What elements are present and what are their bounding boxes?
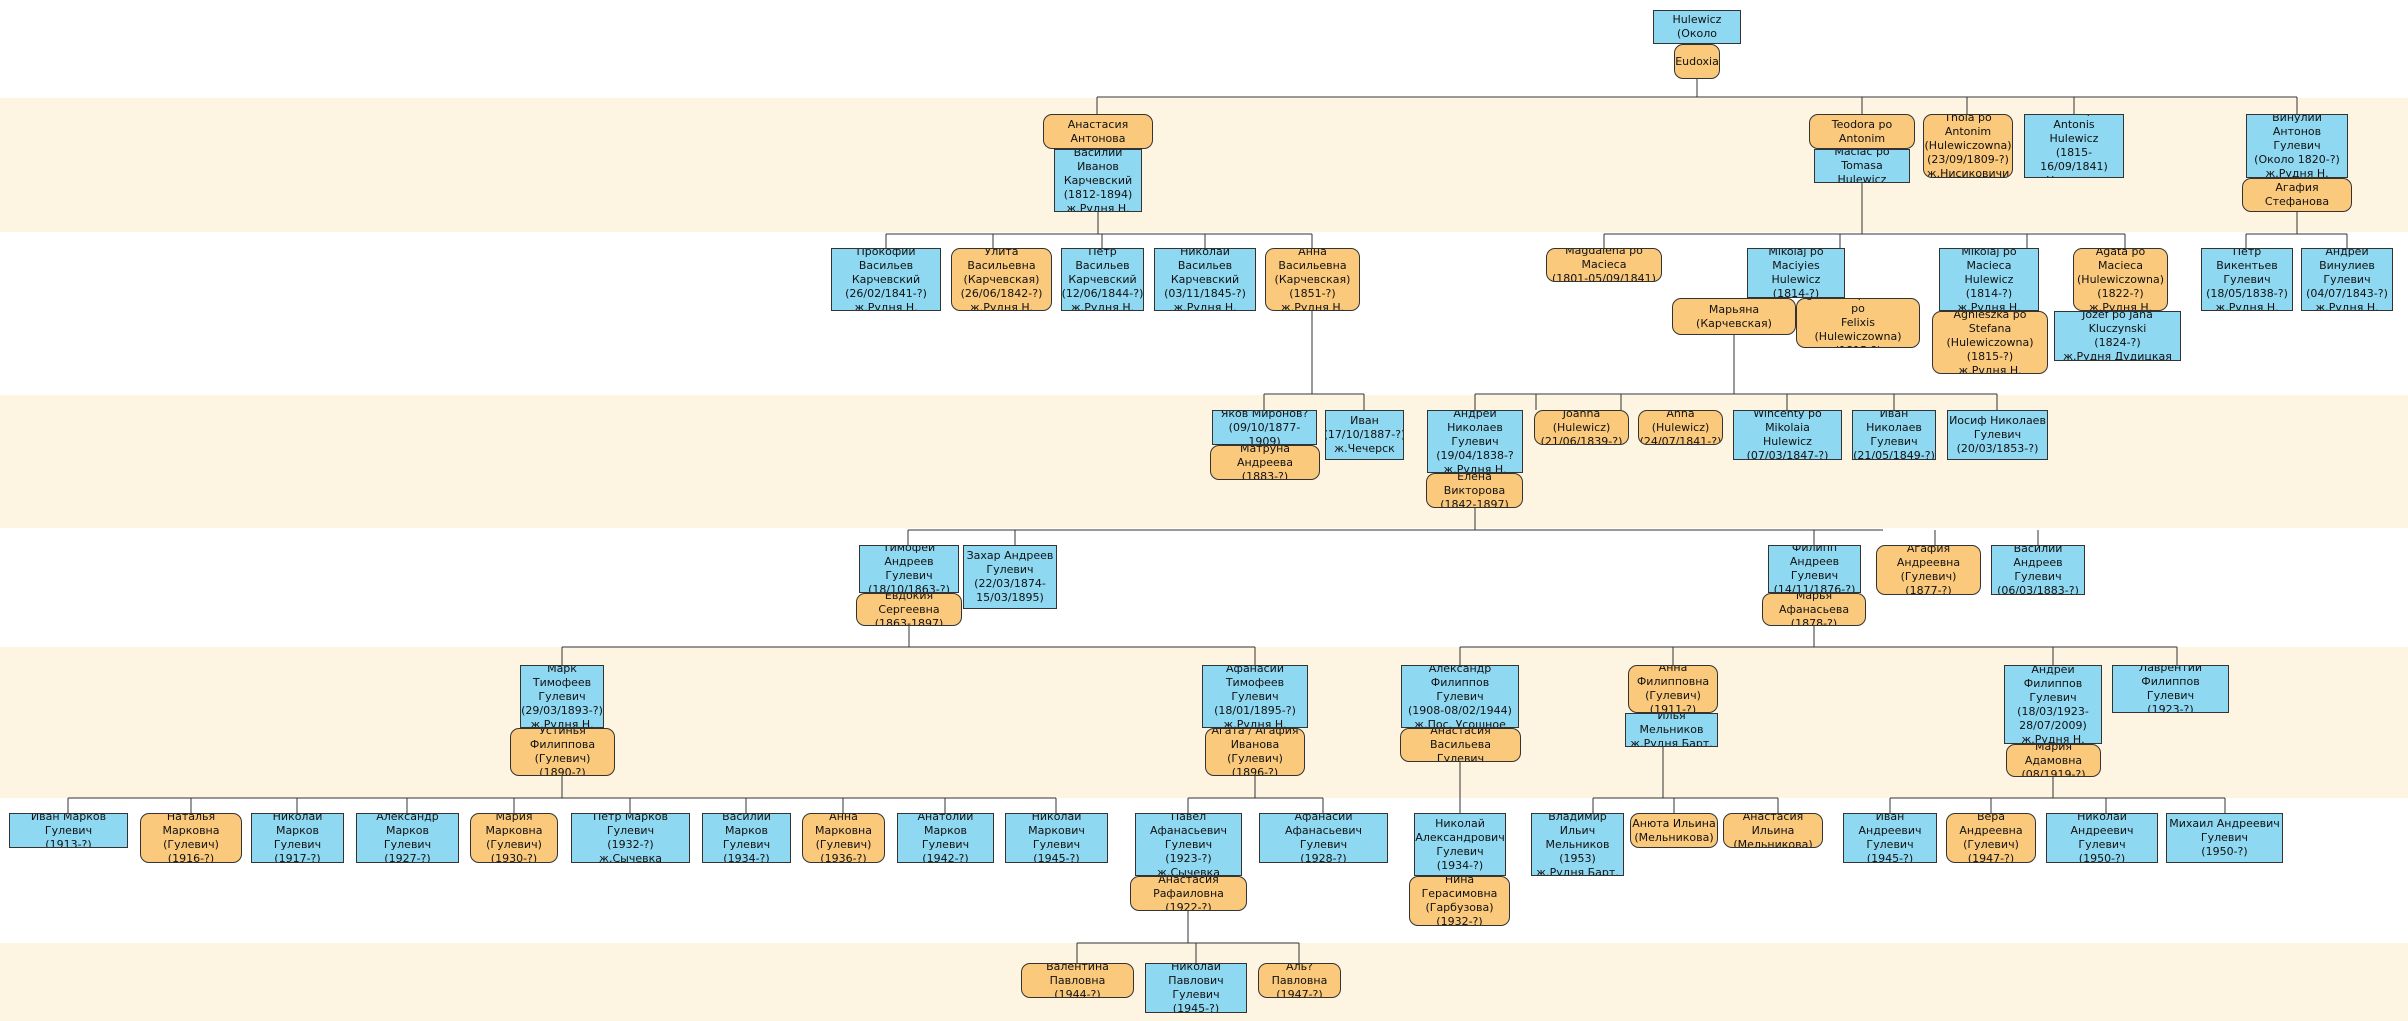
person-box-pavel[interactable]: Павел Афанасьевич Гулевич (1923-?) ж.Сыч… <box>1135 813 1242 876</box>
person-box-anastasia-r[interactable]: Анастасия Рафаиловна (1922-?) <box>1130 876 1247 911</box>
person-box-iosif[interactable]: Иосиф Николаев Гулевич (20/03/1853-?) <box>1947 410 2048 460</box>
person-box-nikolai-m[interactable]: Николай Марков Гулевич (1917-?) <box>251 813 344 863</box>
person-box-agafia-a[interactable]: Агафия Андреевна (Гулевич) (1877-?) <box>1876 545 1981 595</box>
person-box-maria-ad[interactable]: Мария Адамовна (08/1919-?) <box>2006 744 2101 777</box>
person-box-petr-v[interactable]: Петр Васильев Карчевский (12/06/1844-?) … <box>1061 248 1144 311</box>
person-box-nikolai-p[interactable]: Николай Павлович Гулевич (1945-?) <box>1145 963 1247 1013</box>
person-box-zakhar[interactable]: Захар Андреев Гулевич (22/03/1874- 15/03… <box>963 545 1057 609</box>
person-box-maria-m[interactable]: Мария Марковна (Гулевич) (1930-?) <box>470 813 558 863</box>
person-box-anna-v[interactable]: Анна Васильевна (Карчевская) (1851-?) ж.… <box>1265 248 1360 311</box>
person-box-ivan-1887[interactable]: Иван (17/10/1887-?) ж.Чечерск <box>1325 410 1404 460</box>
person-box-agata[interactable]: Agata po Macieca (Hulewiczowna) (1822-?)… <box>2073 248 2168 311</box>
person-box-mark[interactable]: Марк Тимофеев Гулевич (29/03/1893-?) ж.Р… <box>520 665 604 728</box>
person-box-anastasia-v[interactable]: Анастасия Васильева Гулевич <box>1400 728 1521 762</box>
person-box-agata-ag[interactable]: Агата / Агафия Иванова (Гулевич) (1896-?… <box>1205 728 1305 776</box>
person-box-nina[interactable]: Нина Герасимовна (Гарбузова) (1932-?) <box>1409 876 1510 926</box>
person-box-vladimir[interactable]: Владимир Ильич Мельников (1953) ж.Рудня … <box>1531 813 1624 876</box>
person-box-filipp[interactable]: Филипп Андреев Гулевич (14/11/1876-?) <box>1768 545 1861 593</box>
person-box-lavrentiy[interactable]: Лаврентий Филиппов Гулевич (1923-?) <box>2112 665 2229 713</box>
person-box-nikolai-v[interactable]: Николай Васильев Карчевский (03/11/1845-… <box>1154 248 1256 311</box>
person-box-valentina[interactable]: Валентина Павловна (1944-?) <box>1021 963 1134 998</box>
person-box-matruna[interactable]: Матруна Андреева (1883-?) <box>1210 445 1320 480</box>
person-box-timofei[interactable]: Тимофей Андреев Гулевич (18/10/1863-?) <box>859 545 959 593</box>
person-box-aleksandr-m[interactable]: Александр Марков Гулевич (1927-?) <box>356 813 459 863</box>
person-box-afanasiy-af[interactable]: Афанасий Афанасьевич Гулевич (1928-?) <box>1259 813 1388 863</box>
person-box-agnieszka2[interactable]: Agnieszka po Stefana (Hulewiczowna) (181… <box>1932 311 2048 374</box>
person-box-petr-m[interactable]: Петр Марков Гулевич (1932-?) ж.Сычевка <box>571 813 690 863</box>
person-box-magdalena[interactable]: Magdalena po Macieca (1801-05/09/1841) <box>1546 248 1662 282</box>
person-box-nikolai-al[interactable]: Николай Александрович Гулевич (1934-?) <box>1414 813 1506 876</box>
person-box-ivan-af[interactable]: Иван Андреевич Гулевич (1945-?) <box>1843 813 1937 863</box>
person-box-ivan-n[interactable]: Иван Николаев Гулевич (21/05/1849-?) <box>1852 410 1936 460</box>
person-box-petr-vik[interactable]: Пётр Викентьев Гулевич (18/05/1838-?) ж.… <box>2201 248 2293 311</box>
person-box-anna-f[interactable]: Анна Филипповна (Гулевич) (1911-?) <box>1628 665 1718 713</box>
person-box-mikhail[interactable]: Михаил Андреевич Гулевич (1950-?) <box>2166 813 2283 863</box>
person-box-al-p[interactable]: Аль? Павловна (1947-?) <box>1258 963 1341 998</box>
person-box-aleksandr-f[interactable]: Александр Филиппов Гулевич (1908-08/02/1… <box>1401 665 1519 728</box>
person-box-anyuta[interactable]: Анюта Ильина (Мельникова) <box>1630 813 1718 848</box>
person-box-elena[interactable]: Елена Викторова (1842-1897) <box>1426 473 1523 508</box>
person-box-andrei-f[interactable]: Андрей Филиппов Гулевич (18/03/1923- 28/… <box>2004 665 2102 744</box>
person-box-mikolaj1[interactable]: Mikolaj po Maciyies Hulewicz (1814-?) <box>1747 248 1845 298</box>
person-box-yakov[interactable]: Яков Миронов? (09/10/1877-1909) <box>1212 410 1317 445</box>
person-box-eudoxia[interactable]: Eudoxia <box>1674 44 1720 79</box>
person-box-nikolai-af[interactable]: Николай Андреевич Гулевич (1950-?) <box>2046 813 2158 863</box>
person-box-vasiliy-k[interactable]: Василий Иванов Карчевский (1812-1894) ж.… <box>1054 149 1142 212</box>
person-box-antonis[interactable]: Antonis Hulewicz (Около 1775-?) <box>1653 10 1741 44</box>
person-box-anna-m[interactable]: Анна Марковна (Гулевич) (1936-?) <box>802 813 885 863</box>
person-box-stefan[interactable]: Stefan po Antonis Hulewicz (1815-16/09/1… <box>2024 114 2124 178</box>
person-box-ilya[interactable]: Илья Мельников ж.Рудня Барт. <box>1625 713 1718 747</box>
person-box-vera[interactable]: Вера Андреевна (Гулевич) (1947-?) <box>1946 813 2036 863</box>
person-box-jozef[interactable]: Jozef po Jana Kluczynski (1824-?) ж.Рудн… <box>2054 311 2181 361</box>
person-box-ustinya[interactable]: Устинья Филиппова (Гулевич) (1890-?) <box>510 728 615 776</box>
person-box-agafia-s[interactable]: Агафия Стефанова <box>2242 178 2352 212</box>
person-box-nikolai-mk[interactable]: Николай Маркович Гулевич (1945-?) <box>1005 813 1108 863</box>
person-box-natalya[interactable]: Наталья Марковна (Гулевич) (1916-?) <box>140 813 242 863</box>
person-box-wincenty[interactable]: Wincenty po Mikolaia Hulewicz (07/03/184… <box>1733 410 1842 460</box>
person-box-anatoliy[interactable]: Анатолий Марков Гулевич (1942-?) <box>897 813 994 863</box>
person-box-andrei-n[interactable]: Андрей Николаев Гулевич (19/04/1838-? ж.… <box>1427 410 1523 473</box>
person-box-afanasiy-t[interactable]: Афанасий Тимофеев Гулевич (18/01/1895-?)… <box>1202 665 1308 728</box>
person-box-prokofiy[interactable]: Прокофий Васильев Карчевский (26/02/1841… <box>831 248 941 311</box>
person-box-andrei-vin[interactable]: Андрей Винулиев Гулевич (04/07/1843-?) ж… <box>2301 248 2393 311</box>
person-box-ulita[interactable]: Улита Васильевна (Карчевская) (26/06/184… <box>951 248 1052 311</box>
person-box-maryana-k[interactable]: Марьяна (Карчевская) <box>1672 298 1796 335</box>
person-box-marya-af[interactable]: Марья Афанасьева (1878-?) <box>1762 593 1866 626</box>
person-box-vasiliy-m[interactable]: Василий Марков Гулевич (1934-?) <box>702 813 791 863</box>
person-box-joanna[interactable]: Joanna (Hulewicz) (21/06/1839-?) <box>1534 410 1629 445</box>
person-box-teodora[interactable]: Teodora po Antonim <box>1809 114 1915 149</box>
person-box-vinul[interactable]: Винулий Антонов Гулевич (Около 1820-?) ж… <box>2246 114 2348 178</box>
person-box-mikolaj2[interactable]: Mikolaj po Macieca Hulewicz (1814-?) ж.Р… <box>1939 248 2039 311</box>
person-box-anna-h[interactable]: Anna (Hulewicz) (24/07/1841-?) <box>1638 410 1723 445</box>
person-box-agnieszka1[interactable]: Agnieszka po Stefana po Felixis (Hulewic… <box>1796 298 1920 348</box>
person-box-thola[interactable]: Thola po Antonim (Hulewiczowna) (23/09/1… <box>1923 114 2013 178</box>
person-box-ivan-m[interactable]: Иван Марков Гулевич (1913-?) <box>9 813 128 848</box>
person-box-anastasia-i[interactable]: Анастасия Ильина (Мельникова) <box>1723 813 1823 848</box>
person-box-evdokia[interactable]: Евдокия Сергеевна (1863-1897) <box>856 593 962 626</box>
person-box-anastasia-a[interactable]: Анастасия Антонова <box>1043 114 1153 149</box>
person-box-vasiliy-a[interactable]: Василий Андреев Гулевич (06/03/1883-?) <box>1991 545 2085 595</box>
person-box-maciac[interactable]: Maciac po Tomasa Hulewicz <box>1814 149 1910 183</box>
